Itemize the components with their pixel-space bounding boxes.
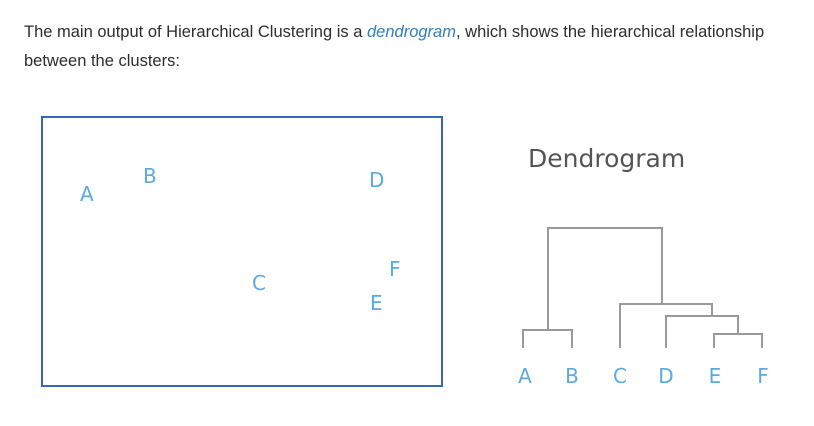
dendrogram-link-ab bbox=[522, 329, 573, 348]
dendrogram-leaf-a: A bbox=[518, 364, 532, 388]
dendrogram-title: Dendrogram bbox=[528, 144, 686, 173]
dendrogram-leaf-f: F bbox=[757, 364, 769, 388]
intro-text-after: , which shows the hierarchical relations… bbox=[24, 23, 765, 70]
point-label-e: E bbox=[370, 291, 383, 315]
point-label-c: C bbox=[252, 271, 266, 295]
scatter-plot-box bbox=[41, 116, 443, 387]
dendrogram-link-d-ef bbox=[665, 315, 739, 348]
point-label-d: D bbox=[369, 168, 385, 192]
dendrogram-link-c-def bbox=[619, 303, 713, 348]
dendrogram-link-root bbox=[547, 227, 663, 330]
point-label-a: A bbox=[80, 182, 94, 206]
point-label-b: B bbox=[143, 164, 157, 188]
intro-text-before: The main output of Hierarchical Clusteri… bbox=[24, 23, 367, 41]
dendrogram-link-ef bbox=[713, 333, 763, 348]
dendrogram-leaf-e: E bbox=[708, 364, 722, 388]
dendrogram-leaf-b: B bbox=[565, 364, 579, 388]
dendrogram-leaf-d: D bbox=[658, 364, 674, 388]
dendrogram-keyword: dendrogram bbox=[367, 23, 456, 41]
dendrogram-leaf-c: C bbox=[613, 364, 627, 388]
point-label-f: F bbox=[389, 257, 401, 281]
intro-paragraph: The main output of Hierarchical Clusteri… bbox=[24, 18, 794, 76]
